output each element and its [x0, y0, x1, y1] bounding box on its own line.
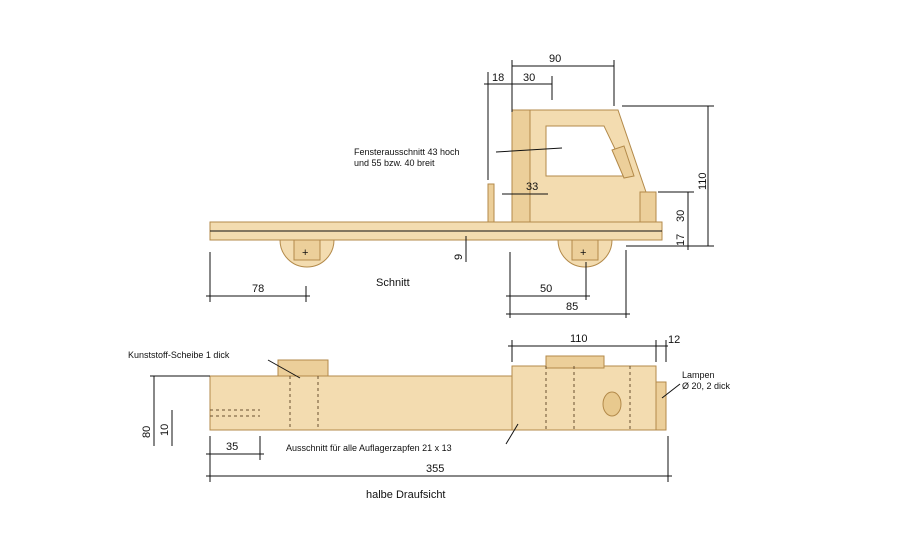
- dim-window-bottom: 30: [675, 210, 687, 222]
- cab-front-board: [511, 109, 531, 227]
- dim-plan-cab-length: 110: [570, 333, 588, 345]
- plan-view: 110 12 80 10 35 355 Kunststoff-Scheibe 1…: [128, 333, 731, 501]
- dim-plan-lamp: 12: [668, 334, 680, 346]
- dim-cab-height: 110: [697, 172, 709, 190]
- dim-plan-width: 80: [141, 426, 153, 438]
- dim-plan-rear: 35: [226, 441, 238, 453]
- dim-plan-inner: 10: [159, 424, 171, 436]
- dim-plan-total: 355: [426, 463, 444, 475]
- steering-wheel: [611, 145, 635, 179]
- dim-rear-wheel: 78: [252, 283, 264, 295]
- svg-text:+: +: [302, 247, 308, 259]
- svg-text:+: +: [580, 247, 586, 259]
- note-lamps: Lampen: [682, 370, 715, 380]
- plan-lamp-block: [655, 381, 667, 431]
- cab-panel: [639, 191, 657, 227]
- side-section-view: + + 90 18 30 110 30 17 33 9 78: [206, 53, 714, 318]
- note-window-line2: und 55 bzw. 40 breit: [354, 158, 435, 168]
- plan-lamp: [602, 391, 622, 417]
- note-window: Fensterausschnitt 43 hoch: [354, 147, 460, 157]
- dim-cab-front: 30: [523, 72, 535, 84]
- plan-platform: [209, 375, 515, 431]
- plan-caption: halbe Draufsicht: [366, 489, 446, 501]
- dim-axle-offset: 9: [453, 254, 465, 260]
- rear-axle-block: [293, 239, 321, 261]
- dim-front-overall: 85: [566, 301, 578, 313]
- section-caption: Schnitt: [376, 277, 410, 289]
- plan-disc: [277, 359, 329, 377]
- front-axle-block: [571, 239, 599, 261]
- note-cutout: Ausschnitt für alle Auflagerzapfen 21 x …: [286, 443, 452, 453]
- plan-seat: [545, 355, 605, 369]
- plan-cab: [511, 365, 657, 431]
- dim-window-depth: 33: [526, 181, 538, 193]
- dim-cab-offset: 18: [492, 72, 504, 84]
- note-disc: Kunststoff-Scheibe 1 dick: [128, 350, 230, 360]
- rear-post: [487, 183, 495, 227]
- dim-platform-thickness: 17: [675, 234, 687, 246]
- note-lamps-line2: Ø 20, 2 dick: [682, 381, 731, 391]
- dim-front-wheel: 50: [540, 283, 552, 295]
- dim-cab-width: 90: [549, 53, 561, 65]
